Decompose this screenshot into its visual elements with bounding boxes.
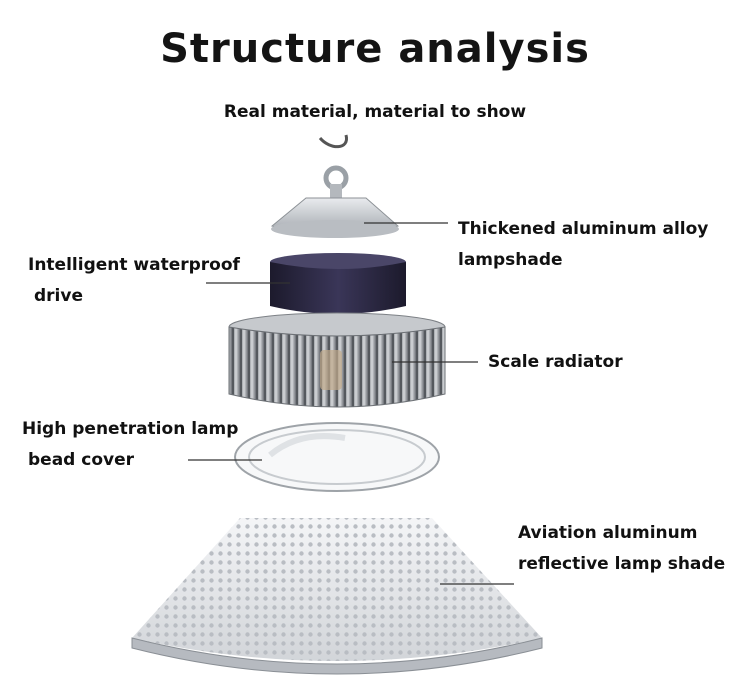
page-title: Structure analysis bbox=[160, 26, 590, 72]
callout-reflector-line2: reflective lamp shade bbox=[518, 554, 726, 574]
aluminum-cap bbox=[270, 197, 399, 238]
callout-lampshade-line1: Thickened aluminum alloy bbox=[458, 219, 709, 239]
callout-lampshade: Thickened aluminum alloy lampshade bbox=[458, 214, 708, 276]
callout-bead-cover-line1: High penetration lamp bbox=[22, 419, 239, 439]
bead-cover-ring bbox=[234, 422, 440, 492]
callout-bead-cover-line2: bead cover bbox=[28, 450, 135, 470]
callout-reflector: Aviation aluminum reflective lamp shade bbox=[518, 518, 725, 580]
callout-radiator-line1: Scale radiator bbox=[488, 352, 623, 372]
callout-radiator: Scale radiator bbox=[488, 347, 623, 378]
callout-bead-cover: High penetration lamp bead cover bbox=[22, 414, 238, 476]
callout-drive-line2: drive bbox=[34, 286, 83, 306]
waterproof-drive bbox=[270, 253, 406, 314]
hook-icon bbox=[318, 134, 349, 198]
callout-reflector-line1: Aviation aluminum bbox=[518, 523, 698, 543]
callout-drive: Intelligent waterproof drive bbox=[28, 250, 240, 312]
page-subtitle: Real material, material to show bbox=[223, 102, 527, 122]
callout-drive-line1: Intelligent waterproof bbox=[28, 255, 240, 275]
callout-lampshade-line2: lampshade bbox=[458, 250, 563, 270]
reflector-shade bbox=[131, 518, 543, 675]
scale-radiator bbox=[228, 312, 446, 408]
leader-lines bbox=[188, 222, 514, 585]
